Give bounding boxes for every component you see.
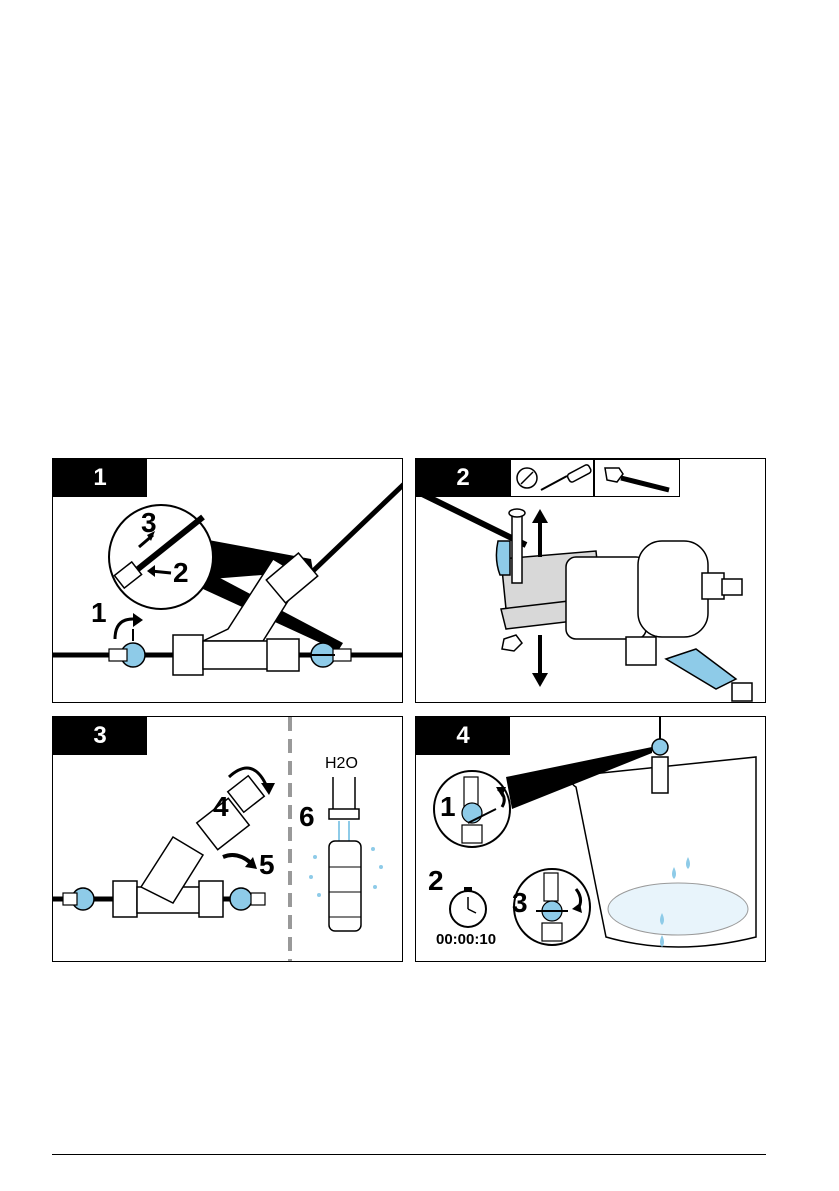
callout-1: 1	[440, 791, 456, 823]
strainer-cleaning-illustration	[53, 717, 403, 962]
callout-2: 2	[428, 865, 444, 897]
callout-2: 2	[173, 557, 189, 589]
callout-5: 5	[259, 849, 275, 881]
water-label: H2O	[325, 755, 358, 773]
timer-readout: 00:00:10	[436, 931, 496, 948]
mounting-bracket-illustration	[416, 459, 766, 703]
callout-4: 4	[213, 791, 229, 823]
step-panel-2: 2	[415, 458, 766, 703]
step-panel-4: 4 1 2 3 00:	[415, 716, 766, 962]
filter-disconnect-illustration	[53, 459, 403, 703]
footer-rule	[52, 1154, 766, 1155]
callout-3: 3	[141, 507, 157, 539]
step-panel-1: 1 3 2 1	[52, 458, 403, 703]
callout-6: 6	[299, 801, 315, 833]
flush-valve-illustration	[416, 717, 766, 962]
callout-1: 1	[91, 597, 107, 629]
callout-3: 3	[512, 887, 528, 919]
step-panel-3: 3 4 5	[52, 716, 403, 962]
